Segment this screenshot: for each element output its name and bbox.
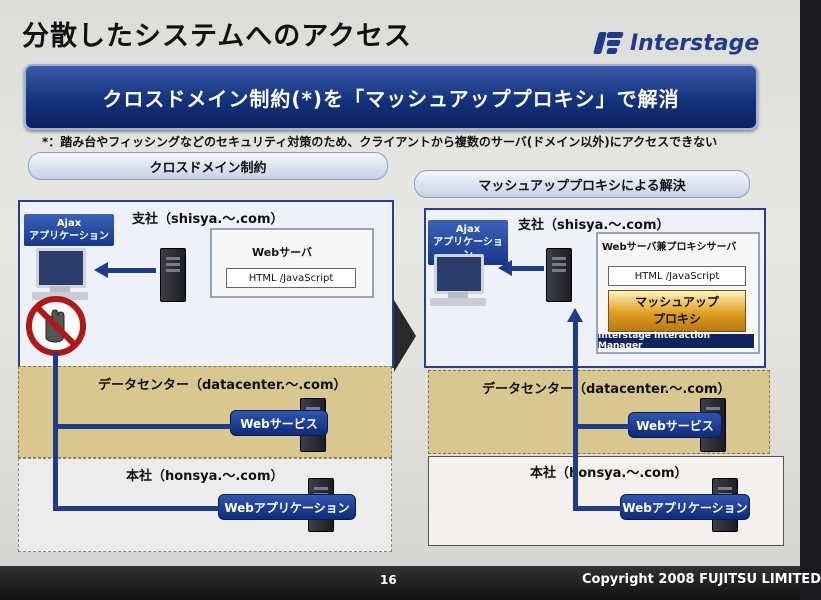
interaction-manager-bar: Interstage Interaction Manager [598,331,754,351]
mashup-proxy-subtitle: プロキシ [652,312,701,326]
right-proxy-server-label: Webサーバ兼プロキシサーバ [602,242,737,253]
footnote: *：踏み台やフィッシングなどのセキュリティ対策のため、クライアントから複数のサー… [42,135,718,149]
left-web-server-icon [160,248,186,302]
right-server-to-client-arrow [510,266,544,271]
slide: 分散したシステムへのアクセス Interstage クロスドメイン制約(*)を「… [0,0,800,600]
right-webservice-label: Webサービス [636,418,714,433]
copyright: Copyright 2008 FUJITSU LIMITED [582,572,821,587]
right-datacenter-label: データセンター（datacenter.～.com） [482,382,731,397]
left-webapp-label: Webアプリケーション [224,500,350,515]
right-request-line-datacenter [573,424,631,429]
right-webapp-pill: Webアプリケーション [620,494,750,520]
interstage-logo: Interstage [593,30,760,56]
left-webservice-pill: Webサービス [230,410,328,436]
right-webapp-label: Webアプリケーション [622,500,748,515]
left-datacenter-zone [18,366,392,458]
left-datacenter-label: データセンター（datacenter.～.com） [98,378,347,393]
left-branch-label: 支社（shisya.～.com） [132,212,284,227]
interstage-logo-mark-icon [593,30,624,56]
left-ajax-badge: Ajax アプリケーション [24,214,114,246]
right-request-line-vertical [573,320,578,510]
right-ajax-title: Ajax [455,224,481,235]
interaction-manager-label: Interstage Interaction Manager [598,331,710,351]
right-proxy-server-box: Webサーバ兼プロキシサーバ HTML /JavaScript マッシュアップ … [596,232,760,354]
right-up-arrowhead [567,308,583,322]
right-branch-label: 支社（shisya.～.com） [518,218,670,233]
left-web-server-label: Webサーバ [252,246,312,259]
right-tab: マッシュアッププロキシによる解決 [414,170,750,198]
mashup-proxy-box: マッシュアップ プロキシ [608,290,746,332]
left-hq-label: 本社（honsya.～.com） [126,469,284,484]
left-request-line-datacenter [53,424,233,429]
banner-text: クロスドメイン制約(*)を「マッシュアッププロキシ」で解消 [102,86,680,111]
right-keyboard-icon [430,298,486,306]
left-tab-label: クロスドメイン制約 [149,160,267,176]
left-web-server-box: Webサーバ HTML /JavaScript [210,228,374,298]
left-ajax-title: Ajax [56,218,82,229]
right-hq-label: 本社（honsya.～.com） [530,466,688,481]
right-request-line-hq [573,506,623,511]
no-entry-hand-icon [24,294,88,358]
logo-text: Interstage [630,30,760,56]
footer-bar [0,566,800,600]
left-server-to-client-arrow [106,268,156,273]
transition-arrow-icon [394,300,416,372]
mashup-proxy-title: マッシュアップ [635,295,719,309]
slide-title: 分散したシステムへのアクセス [22,21,412,52]
left-monitor-stand [50,286,70,292]
left-request-line-vertical [53,352,58,510]
left-keyboard-icon [32,292,88,300]
left-webservice-label: Webサービス [240,416,318,431]
left-ajax-subtitle: アプリケーション [29,231,109,242]
right-html-js-box: HTML /JavaScript [608,266,746,286]
left-html-js-box: HTML /JavaScript [226,268,356,288]
headline-banner: クロスドメイン制約(*)を「マッシュアッププロキシ」で解消 [24,64,758,130]
left-arrowhead [94,262,108,278]
left-webapp-pill: Webアプリケーション [218,494,356,520]
right-proxy-server-icon [546,248,572,302]
right-tab-label: マッシュアッププロキシによる解決 [478,178,686,194]
right-webservice-pill: Webサービス [628,412,722,438]
page-number: 16 [380,573,397,587]
right-monitor-stand [448,292,468,298]
left-html-js-label: HTML /JavaScript [248,272,334,284]
left-tab: クロスドメイン制約 [28,152,388,180]
left-client-monitor-icon [36,248,86,288]
right-arrowhead [498,260,512,276]
right-client-monitor-icon [434,254,484,294]
left-request-line-hq [53,506,221,511]
right-html-js-label: HTML /JavaScript [634,270,720,282]
